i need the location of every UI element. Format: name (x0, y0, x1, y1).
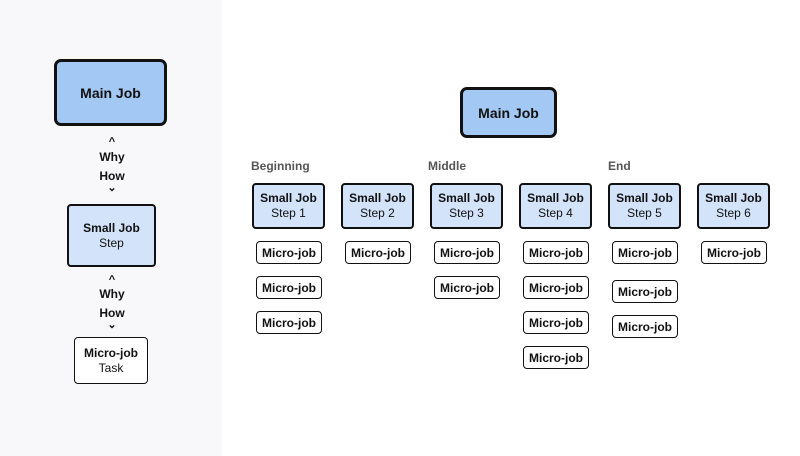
micro-job-box: Micro-job (701, 241, 767, 264)
chevron-up-icon: ^ (108, 136, 116, 148)
legend-micro-job: Micro-job Task (74, 337, 148, 384)
legend-small-job: Small Job Step (67, 204, 156, 267)
small-job-title: Small Job (705, 191, 762, 205)
small-job-step-label: Step 3 (449, 206, 484, 220)
main-job-box: Main Job (460, 87, 557, 138)
micro-job-box: Micro-job (523, 346, 589, 369)
small-job-step-label: Step 5 (627, 206, 662, 220)
micro-job-box: Micro-job (256, 311, 322, 334)
small-job-title: Small Job (349, 191, 406, 205)
micro-job-box: Micro-job (434, 276, 500, 299)
how-label: How (99, 306, 125, 320)
legend-main-job-label: Main Job (80, 84, 141, 101)
small-job-title: Small Job (438, 191, 495, 205)
phase-middle: Middle (428, 159, 466, 173)
small-job-step-label: Step 2 (360, 206, 395, 220)
legend-main-job: Main Job (54, 59, 167, 126)
micro-job-box: Micro-job (434, 241, 500, 264)
micro-job-box: Micro-job (612, 315, 678, 338)
micro-job-box: Micro-job (523, 241, 589, 264)
micro-job-box: Micro-job (256, 276, 322, 299)
why-label: Why (99, 150, 125, 164)
legend-micro-title: Micro-job (84, 345, 138, 360)
why-label: Why (99, 287, 125, 301)
chevron-down-icon: ⌄ (107, 319, 117, 331)
small-job-step-label: Step 4 (538, 206, 573, 220)
micro-job-box: Micro-job (612, 280, 678, 303)
legend-small-job-sub: Step (99, 235, 124, 250)
chevron-down-icon: ⌄ (107, 182, 117, 194)
micro-job-box: Micro-job (345, 241, 411, 264)
small-job-step-label: Step 6 (716, 206, 751, 220)
phase-beginning: Beginning (251, 159, 310, 173)
small-job-title: Small Job (616, 191, 673, 205)
micro-job-box: Micro-job (612, 241, 678, 264)
small-job-title: Small Job (260, 191, 317, 205)
small-job-title: Small Job (527, 191, 584, 205)
micro-job-box: Micro-job (523, 276, 589, 299)
legend-micro-sub: Task (98, 360, 124, 375)
small-job-step-label: Step 1 (271, 206, 306, 220)
how-label: How (99, 169, 125, 183)
legend-small-job-title: Small Job (83, 220, 140, 235)
main-job-label: Main Job (478, 104, 539, 121)
phase-end: End (608, 159, 631, 173)
chevron-up-icon: ^ (108, 274, 116, 286)
micro-job-box: Micro-job (523, 311, 589, 334)
micro-job-box: Micro-job (256, 241, 322, 264)
